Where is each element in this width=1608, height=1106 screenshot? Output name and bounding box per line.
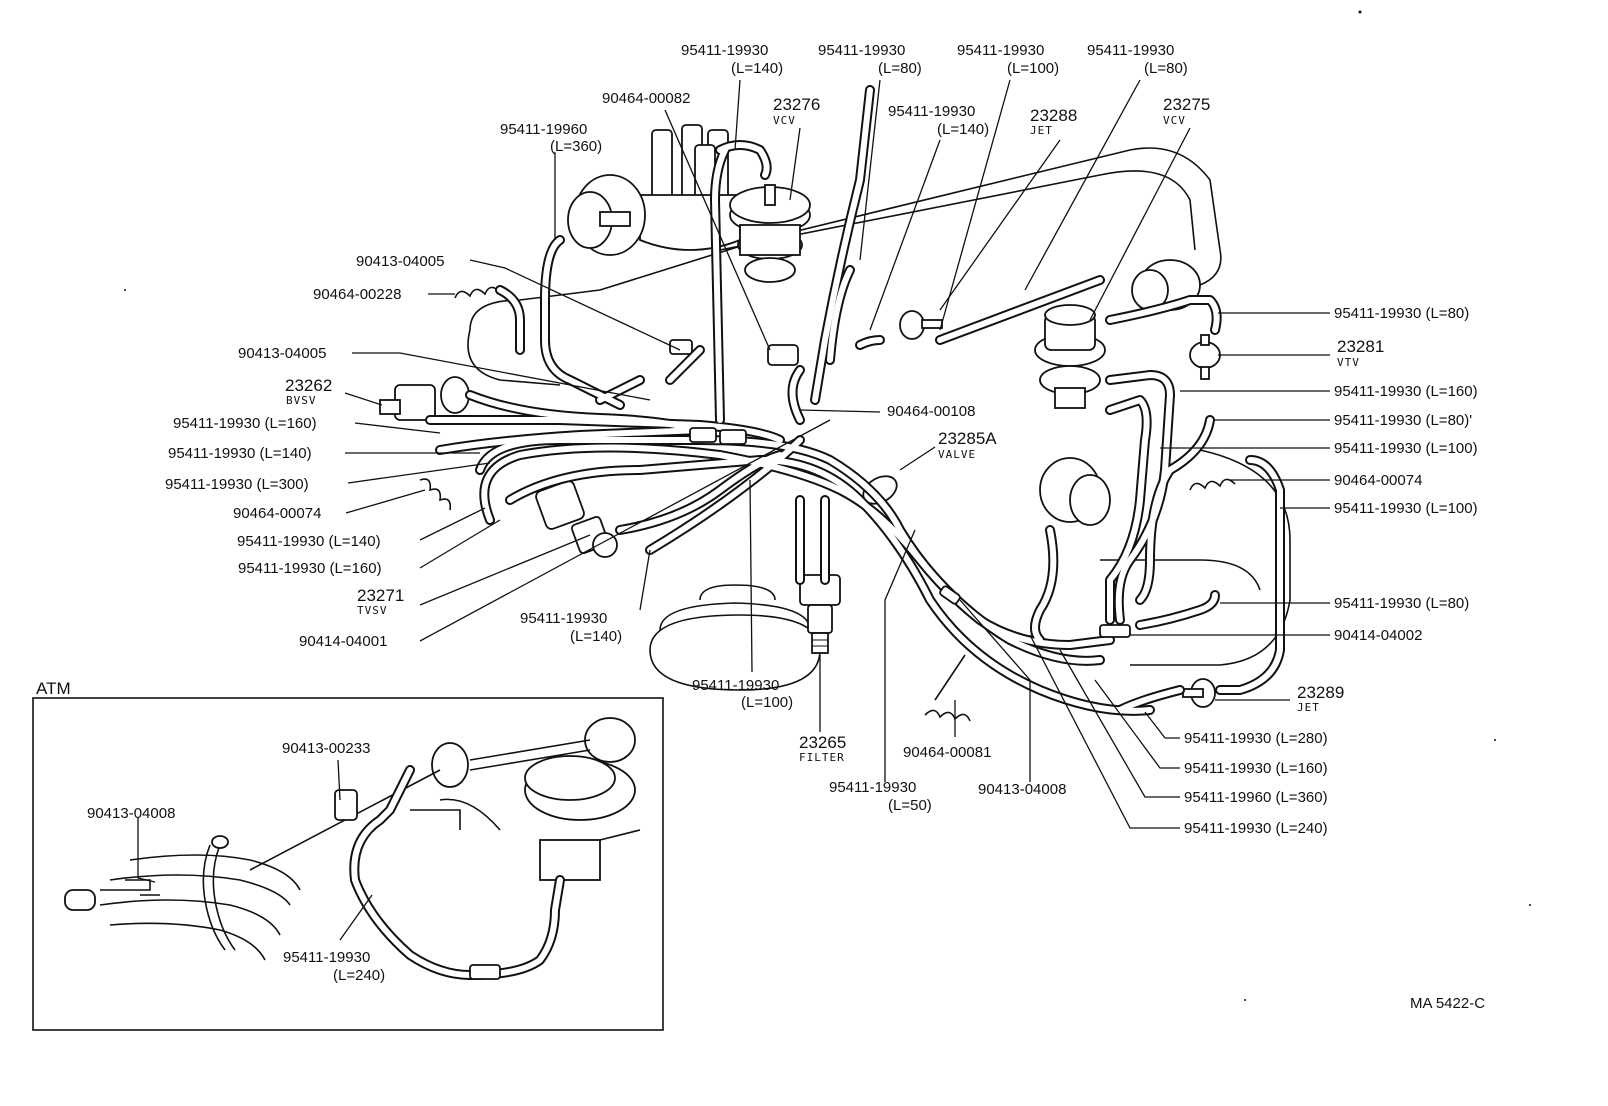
part-labels: 95411-19930 (L=140) 95411-19930 (L=80) 9… — [87, 42, 1485, 1012]
label-l12: 90414-04001 — [299, 633, 387, 650]
hose-connectors — [669, 339, 1131, 638]
vtv-23281-part — [1189, 334, 1221, 380]
label-m3-length: (L=140) — [570, 628, 622, 645]
label-t9-part: 23275 — [1163, 95, 1210, 114]
label-c1-part: 95411-19930 — [681, 42, 768, 59]
label-t10-length: (L=360) — [550, 138, 602, 155]
label-r2-part: 23281 — [1337, 337, 1384, 356]
label-c3-part: 95411-19930 — [957, 42, 1044, 59]
tvsv-23271-part — [535, 480, 618, 558]
label-c1-length: (L=140) — [731, 60, 783, 77]
label-c4-length: (L=80) — [1144, 60, 1188, 77]
atm-inset: ATM — [32, 679, 664, 1031]
clip-90464-00228-part — [454, 286, 501, 299]
label-l9: 95411-19930 (L=140) — [237, 533, 381, 550]
label-r7: 95411-19930 (L=100) — [1334, 500, 1478, 517]
label-m3-part: 95411-19930 — [520, 610, 607, 627]
label-t8-name: JET — [1030, 124, 1053, 137]
label-t7-part: 95411-19930 — [888, 103, 975, 120]
vacuum-advance-diaphragm — [567, 174, 646, 256]
clip-90464-00074-left-part — [419, 478, 452, 511]
label-r10-name: JET — [1297, 701, 1320, 714]
label-m4-length: (L=100) — [741, 694, 793, 711]
label-m4-part: 95411-19930 — [692, 677, 779, 694]
label-l7: 95411-19930 (L=300) — [165, 476, 309, 493]
label-l10: 95411-19930 (L=160) — [238, 560, 382, 577]
label-t5: 90464-00082 — [602, 90, 690, 107]
label-t6-name: VCV — [773, 114, 796, 127]
label-l5: 95411-19930 (L=160) — [173, 415, 317, 432]
label-m5-part: 23265 — [799, 733, 846, 752]
leader-lines — [344, 79, 1330, 829]
label-t9-name: VCV — [1163, 114, 1186, 127]
clip-90464-00108-part — [767, 344, 799, 366]
label-l3: 90413-04005 — [238, 345, 326, 362]
label-l8: 90464-00074 — [233, 505, 321, 522]
label-r6: 90464-00074 — [1334, 472, 1422, 489]
clip-90464-00074-right-part — [1189, 478, 1236, 491]
right-diaphragm-lower — [1039, 457, 1111, 526]
jet-23288-part — [899, 310, 943, 340]
label-m2-name: VALVE — [938, 448, 976, 461]
label-c2-length: (L=80) — [878, 60, 922, 77]
scan-specks — [124, 10, 1531, 1001]
label-c3-length: (L=100) — [1007, 60, 1059, 77]
label-t8-part: 23288 — [1030, 106, 1077, 125]
label-a1: 90413-00233 — [282, 740, 370, 757]
label-m1: 90464-00108 — [887, 403, 975, 420]
drawing-code: MA 5422-C — [1410, 995, 1485, 1012]
label-r13: 95411-19960 (L=360) — [1184, 789, 1328, 806]
label-c4-part: 95411-19930 — [1087, 42, 1174, 59]
label-l2: 90464-00228 — [313, 286, 401, 303]
label-l11-part: 23271 — [357, 586, 404, 605]
label-r1: 95411-19930 (L=80) — [1334, 305, 1469, 322]
bvsv-23262-part — [379, 376, 470, 421]
atm-inset-title: ATM — [36, 679, 71, 698]
label-m8: 90413-04008 — [978, 781, 1066, 798]
label-r11: 95411-19930 (L=280) — [1184, 730, 1328, 747]
label-l4-name: BVSV — [286, 394, 317, 407]
label-r12: 95411-19930 (L=160) — [1184, 760, 1328, 777]
label-r8: 95411-19930 (L=80) — [1334, 595, 1469, 612]
label-l4-part: 23262 — [285, 376, 332, 395]
filter-23265-part — [799, 574, 841, 654]
vcv-23276-part — [729, 184, 811, 283]
label-r9: 90414-04002 — [1334, 627, 1422, 644]
label-m7-length: (L=50) — [888, 797, 932, 814]
label-a2: 90413-04008 — [87, 805, 175, 822]
label-l1: 90413-04005 — [356, 253, 444, 270]
label-m7-part: 95411-19930 — [829, 779, 916, 796]
label-a3-part: 95411-19930 — [283, 949, 370, 966]
label-a3-length: (L=240) — [333, 967, 385, 984]
label-r2-name: VTV — [1337, 356, 1360, 369]
vcv-23275-part — [1034, 304, 1106, 409]
label-r4: 95411-19930 (L=80)' — [1334, 412, 1472, 429]
label-t6-part: 23276 — [773, 95, 820, 114]
label-m6: 90464-00081 — [903, 744, 991, 761]
label-c2-part: 95411-19930 — [818, 42, 905, 59]
label-t7-length: (L=140) — [937, 121, 989, 138]
jet-23289-part — [1182, 678, 1216, 708]
engine-block-outline — [467, 147, 1291, 691]
label-t10-part: 95411-19960 — [500, 121, 587, 138]
label-m5-name: FILTER — [799, 751, 845, 764]
label-r5: 95411-19930 (L=100) — [1334, 440, 1478, 457]
clip-90464-00081-part — [924, 654, 971, 722]
label-r3: 95411-19930 (L=160) — [1334, 383, 1478, 400]
label-r14: 95411-19930 (L=240) — [1184, 820, 1328, 837]
atm-inset-frame — [32, 697, 664, 1031]
label-r10-part: 23289 — [1297, 683, 1344, 702]
label-m2-part: 23285A — [938, 429, 997, 448]
label-l6: 95411-19930 (L=140) — [168, 445, 312, 462]
hose-network — [425, 85, 1285, 716]
label-l11-name: TVSV — [357, 604, 388, 617]
